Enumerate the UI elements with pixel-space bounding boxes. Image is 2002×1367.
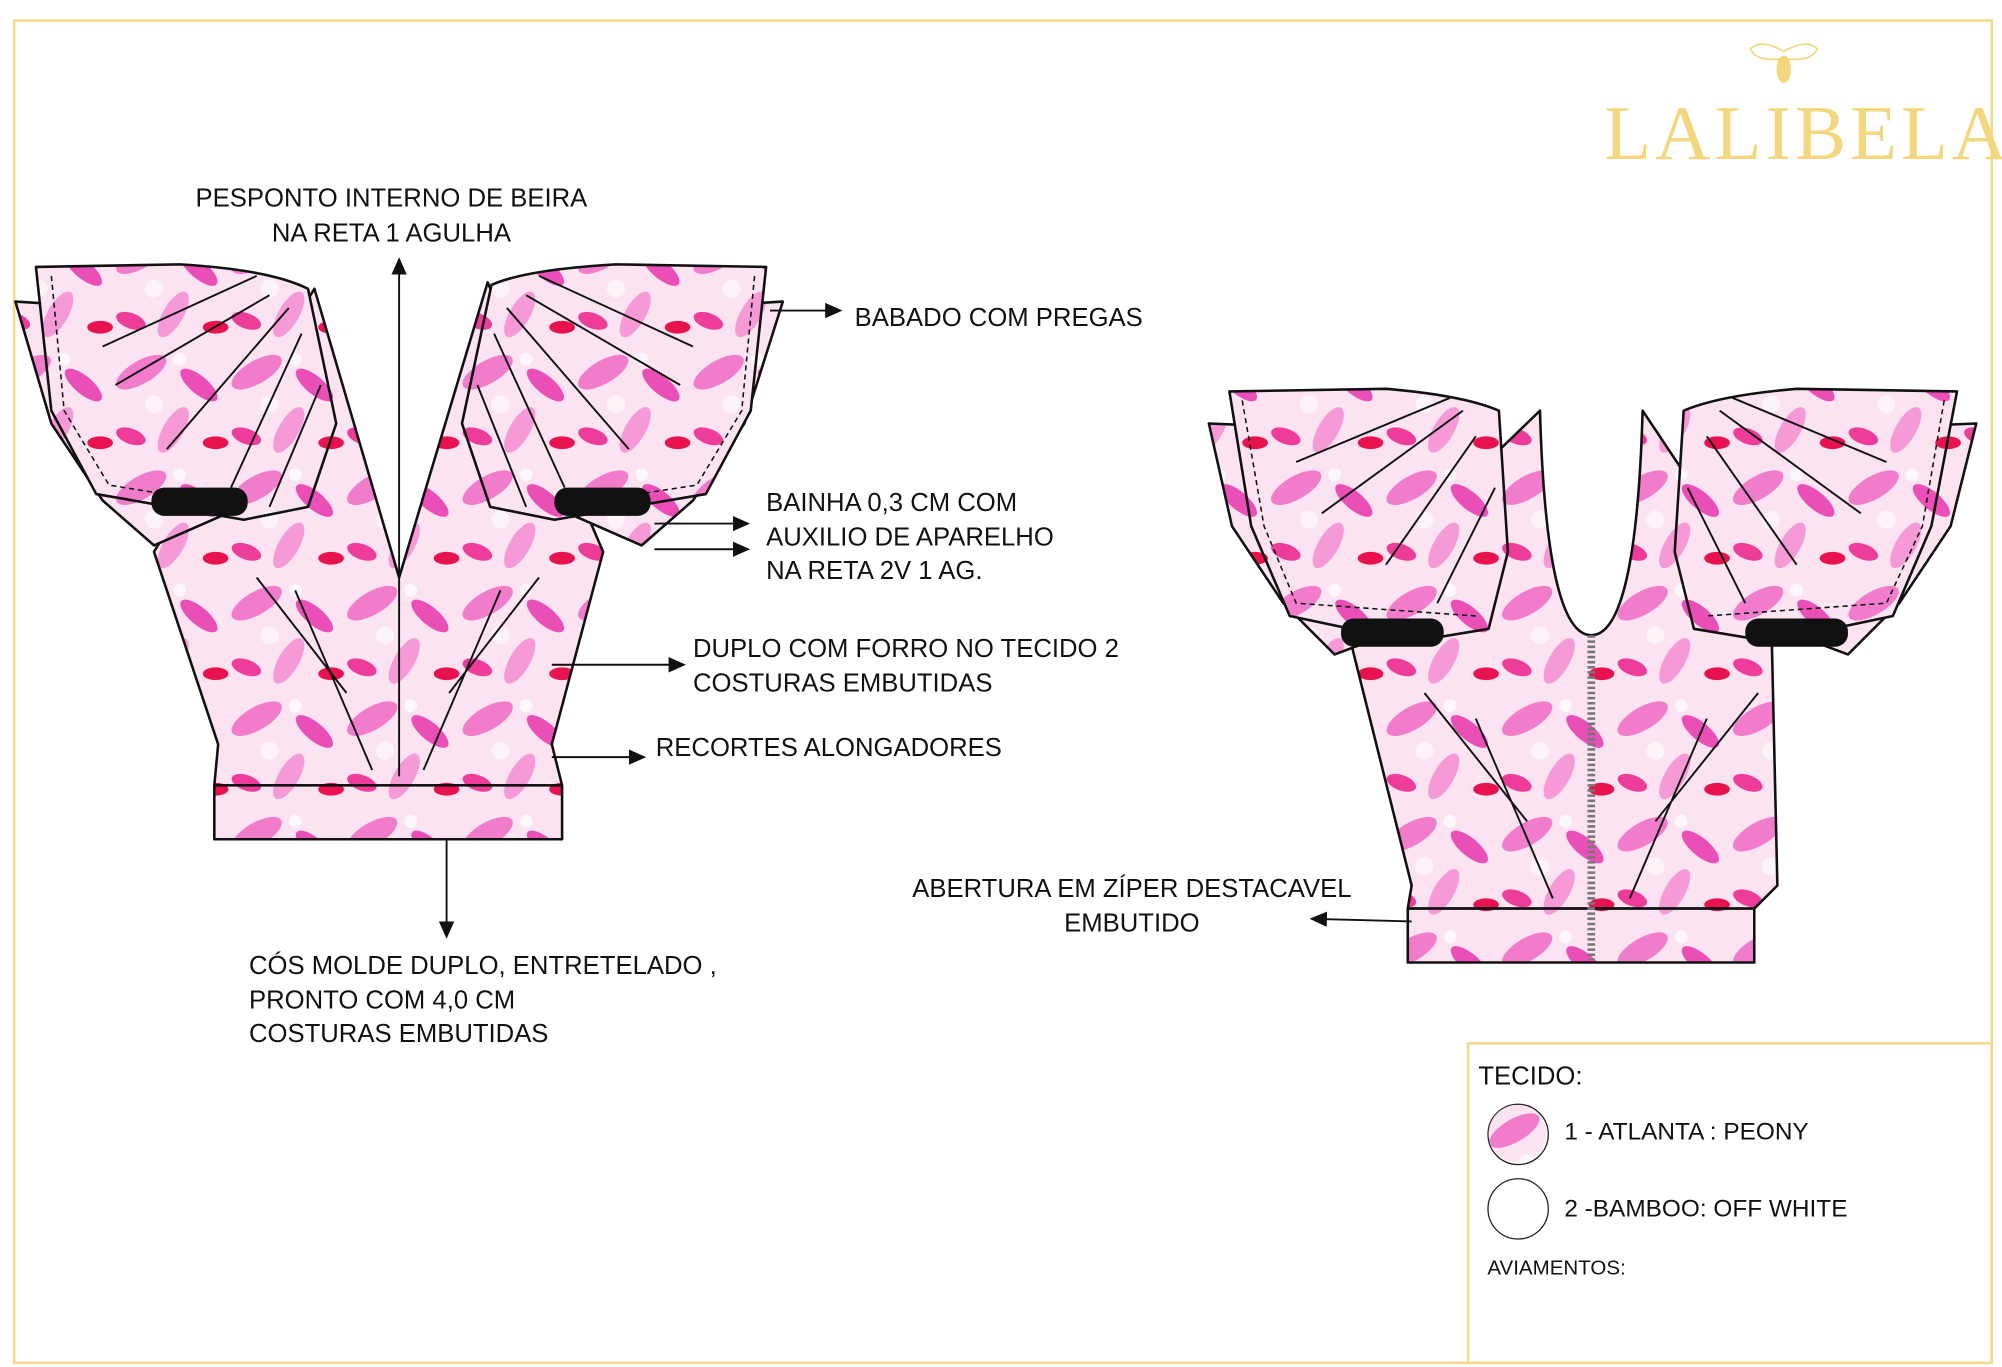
front-left-hem-fold (151, 487, 248, 516)
callout-line: EMBUTIDO (1064, 909, 1200, 938)
front-right-ruffle (460, 263, 768, 522)
callout-duplo: DUPLO COM FORRO NO TECIDO 2 COSTURAS EMB… (693, 633, 1119, 701)
callout-line: COSTURAS EMBUTIDAS (248, 1020, 549, 1049)
legend-tecido-title: TECIDO: (1478, 1062, 1583, 1091)
callout-line: NA RETA 1 AGULHA (271, 218, 511, 248)
front-left-ruffle (34, 263, 338, 522)
callout-pesponto: PESPONTO INTERNO DE BEIRA NA RETA 1 AGUL… (180, 182, 603, 250)
front-right-hem-fold (554, 487, 651, 516)
callout-babado: BABADO COM PREGAS (854, 304, 1143, 333)
back-right-ruffle (1673, 387, 1959, 643)
callout-line: ABERTURA EM ZÍPER DESTACAVEL (912, 875, 1352, 904)
front-waistband (213, 784, 564, 841)
callout-abertura: ABERTURA EM ZÍPER DESTACAVEL EMBUTIDO (888, 873, 1376, 941)
callout-line: COSTURAS EMBUTIDAS (692, 669, 993, 698)
back-left-ruffle (1228, 387, 1510, 643)
sheet-border (12, 19, 1993, 1365)
callout-line: AUXILIO DE APARELHO (766, 522, 1054, 552)
callout-line: BAINHA 0,3 CM COM (766, 488, 1018, 518)
back-waistband (1406, 907, 1756, 964)
callout-line: DUPLO COM FORRO NO TECIDO 2 (692, 635, 1119, 664)
swatch-offwhite-icon (1487, 1178, 1549, 1240)
callout-line: CÓS MOLDE DUPLO, ENTRETELADO , (248, 952, 717, 981)
callout-cos: CÓS MOLDE DUPLO, ENTRETELADO , PRONTO CO… (249, 950, 717, 1052)
legend-fabric-2: 2 -BAMBOO: OFF WHITE (1564, 1196, 1848, 1223)
callout-line: NA RETA 2V 1 AG. (766, 556, 983, 586)
brand-logo: LALIBELA (1604, 91, 2002, 176)
swatch-floral-icon (1487, 1103, 1549, 1166)
bee-logo-icon (1749, 43, 1819, 83)
back-left-hem-fold (1341, 618, 1444, 647)
fabric-legend: TECIDO: 1 - ATLANTA : PEONY 2 -BAMBOO: O… (1466, 1042, 1993, 1365)
callout-line: PRONTO COM 4,0 CM (248, 986, 516, 1015)
callout-line: PESPONTO INTERNO DE BEIRA (195, 184, 588, 214)
legend-fabric-1: 1 - ATLANTA : PEONY (1564, 1119, 1809, 1146)
legend-aviamentos-title: AVIAMENTOS: (1487, 1257, 1626, 1280)
callout-recortes: RECORTES ALONGADORES (655, 734, 1002, 763)
callout-bainha: BAINHA 0,3 CM COM AUXILIO DE APARELHO NA… (766, 486, 1054, 588)
back-right-hem-fold (1745, 618, 1848, 647)
